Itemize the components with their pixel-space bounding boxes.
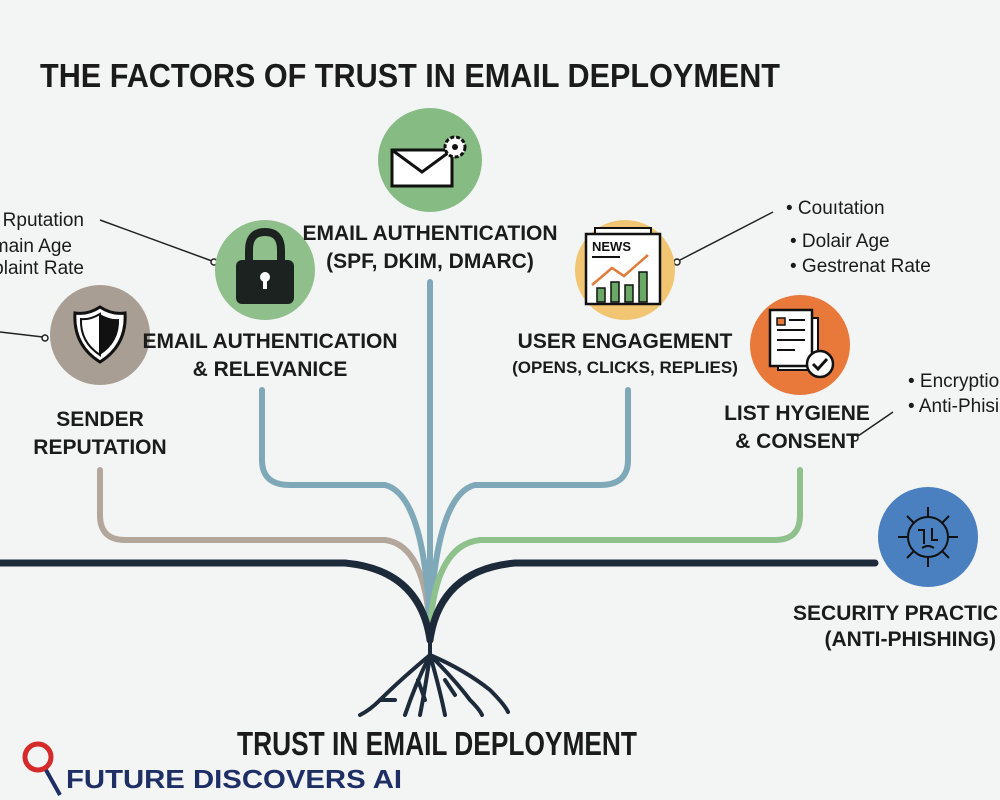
branches (0, 279, 879, 717)
factor-label: SECURITY PRACTIC (793, 602, 998, 625)
factor-label: LIST HYGIENE (724, 402, 870, 425)
branch-lock (259, 387, 433, 633)
factor-label: & CONSENT (735, 430, 859, 453)
factor-label: (SPF, DKIM, DMARC) (326, 250, 534, 273)
callout-text: • Dolair Age (790, 231, 890, 252)
factor-user-engagement: NEWS USER ENGAGEMENT (OPENS, CLICKS, REP… (512, 220, 738, 377)
callout-right-mid: • Encryptio • Anti-Phisi (908, 371, 999, 417)
factor-label: (ANTI-PHISHING) (825, 628, 997, 651)
factor-security-practices: SECURITY PRACTIC (ANTI-PHISHING) (793, 487, 998, 651)
envelope-gear-icon (390, 135, 467, 188)
factor-list-hygiene: LIST HYGIENE & CONSENT (724, 295, 870, 453)
callout-text: • Encryptio (908, 371, 999, 392)
factor-auth-relevance: EMAIL AUTHENTICATION & RELEVANICE (142, 220, 398, 381)
factor-email-authentication: EMAIL AUTHENTICATION (SPF, DKIM, DMARC) (302, 108, 558, 273)
svg-text:NEWS: NEWS (592, 239, 631, 254)
factor-sender-reputation: SENDER REPUTATION (33, 285, 167, 459)
branch-trunk-left (0, 559, 434, 644)
news-chart-icon: NEWS (584, 227, 662, 306)
branch-sender (97, 467, 433, 633)
brand-logo: FUTURE DISCOVERS AI (22, 741, 402, 796)
factor-label: (OPENS, CLICKS, REPLIES) (512, 358, 738, 377)
lock-icon (236, 227, 294, 304)
callout-left: Rputation main Age plaint Rate (0, 210, 84, 279)
callout-text: main Age (0, 236, 72, 257)
callout-right-top: • Couıtation • Dolair Age • Gestrenat Ra… (786, 198, 931, 277)
page-title: THE FACTORS OF TRUST IN EMAIL DEPLOYMENT (40, 57, 780, 94)
root-label: TRUST IN EMAIL DEPLOYMENT (237, 725, 637, 762)
callout-text: • Anti-Phisi (908, 396, 999, 417)
callout-text: plaint Rate (0, 258, 84, 279)
document-check-icon (768, 308, 835, 379)
factor-label: & RELEVANICE (193, 358, 348, 381)
factor-label: EMAIL AUTHENTICATION (142, 330, 397, 353)
callout-text: • Couıtation (786, 198, 885, 219)
callout-text: Rputation (3, 210, 84, 231)
factor-label: EMAIL AUTHENTICATION (302, 222, 557, 245)
roots (358, 628, 510, 717)
branch-trunk-right (426, 559, 879, 644)
shield-icon (73, 305, 127, 364)
factor-label: SENDER (56, 408, 144, 431)
factor-label: REPUTATION (33, 436, 166, 459)
virus-icon (898, 507, 958, 567)
brand-name: FUTURE DISCOVERS AI (66, 764, 402, 794)
factor-label: USER ENGAGEMENT (518, 330, 733, 353)
callout-text: • Gestrenat Rate (790, 256, 931, 277)
branch-list (427, 467, 803, 633)
branch-news (427, 387, 631, 633)
magnifier-icon (22, 741, 62, 796)
callout-lines (0, 211, 894, 442)
